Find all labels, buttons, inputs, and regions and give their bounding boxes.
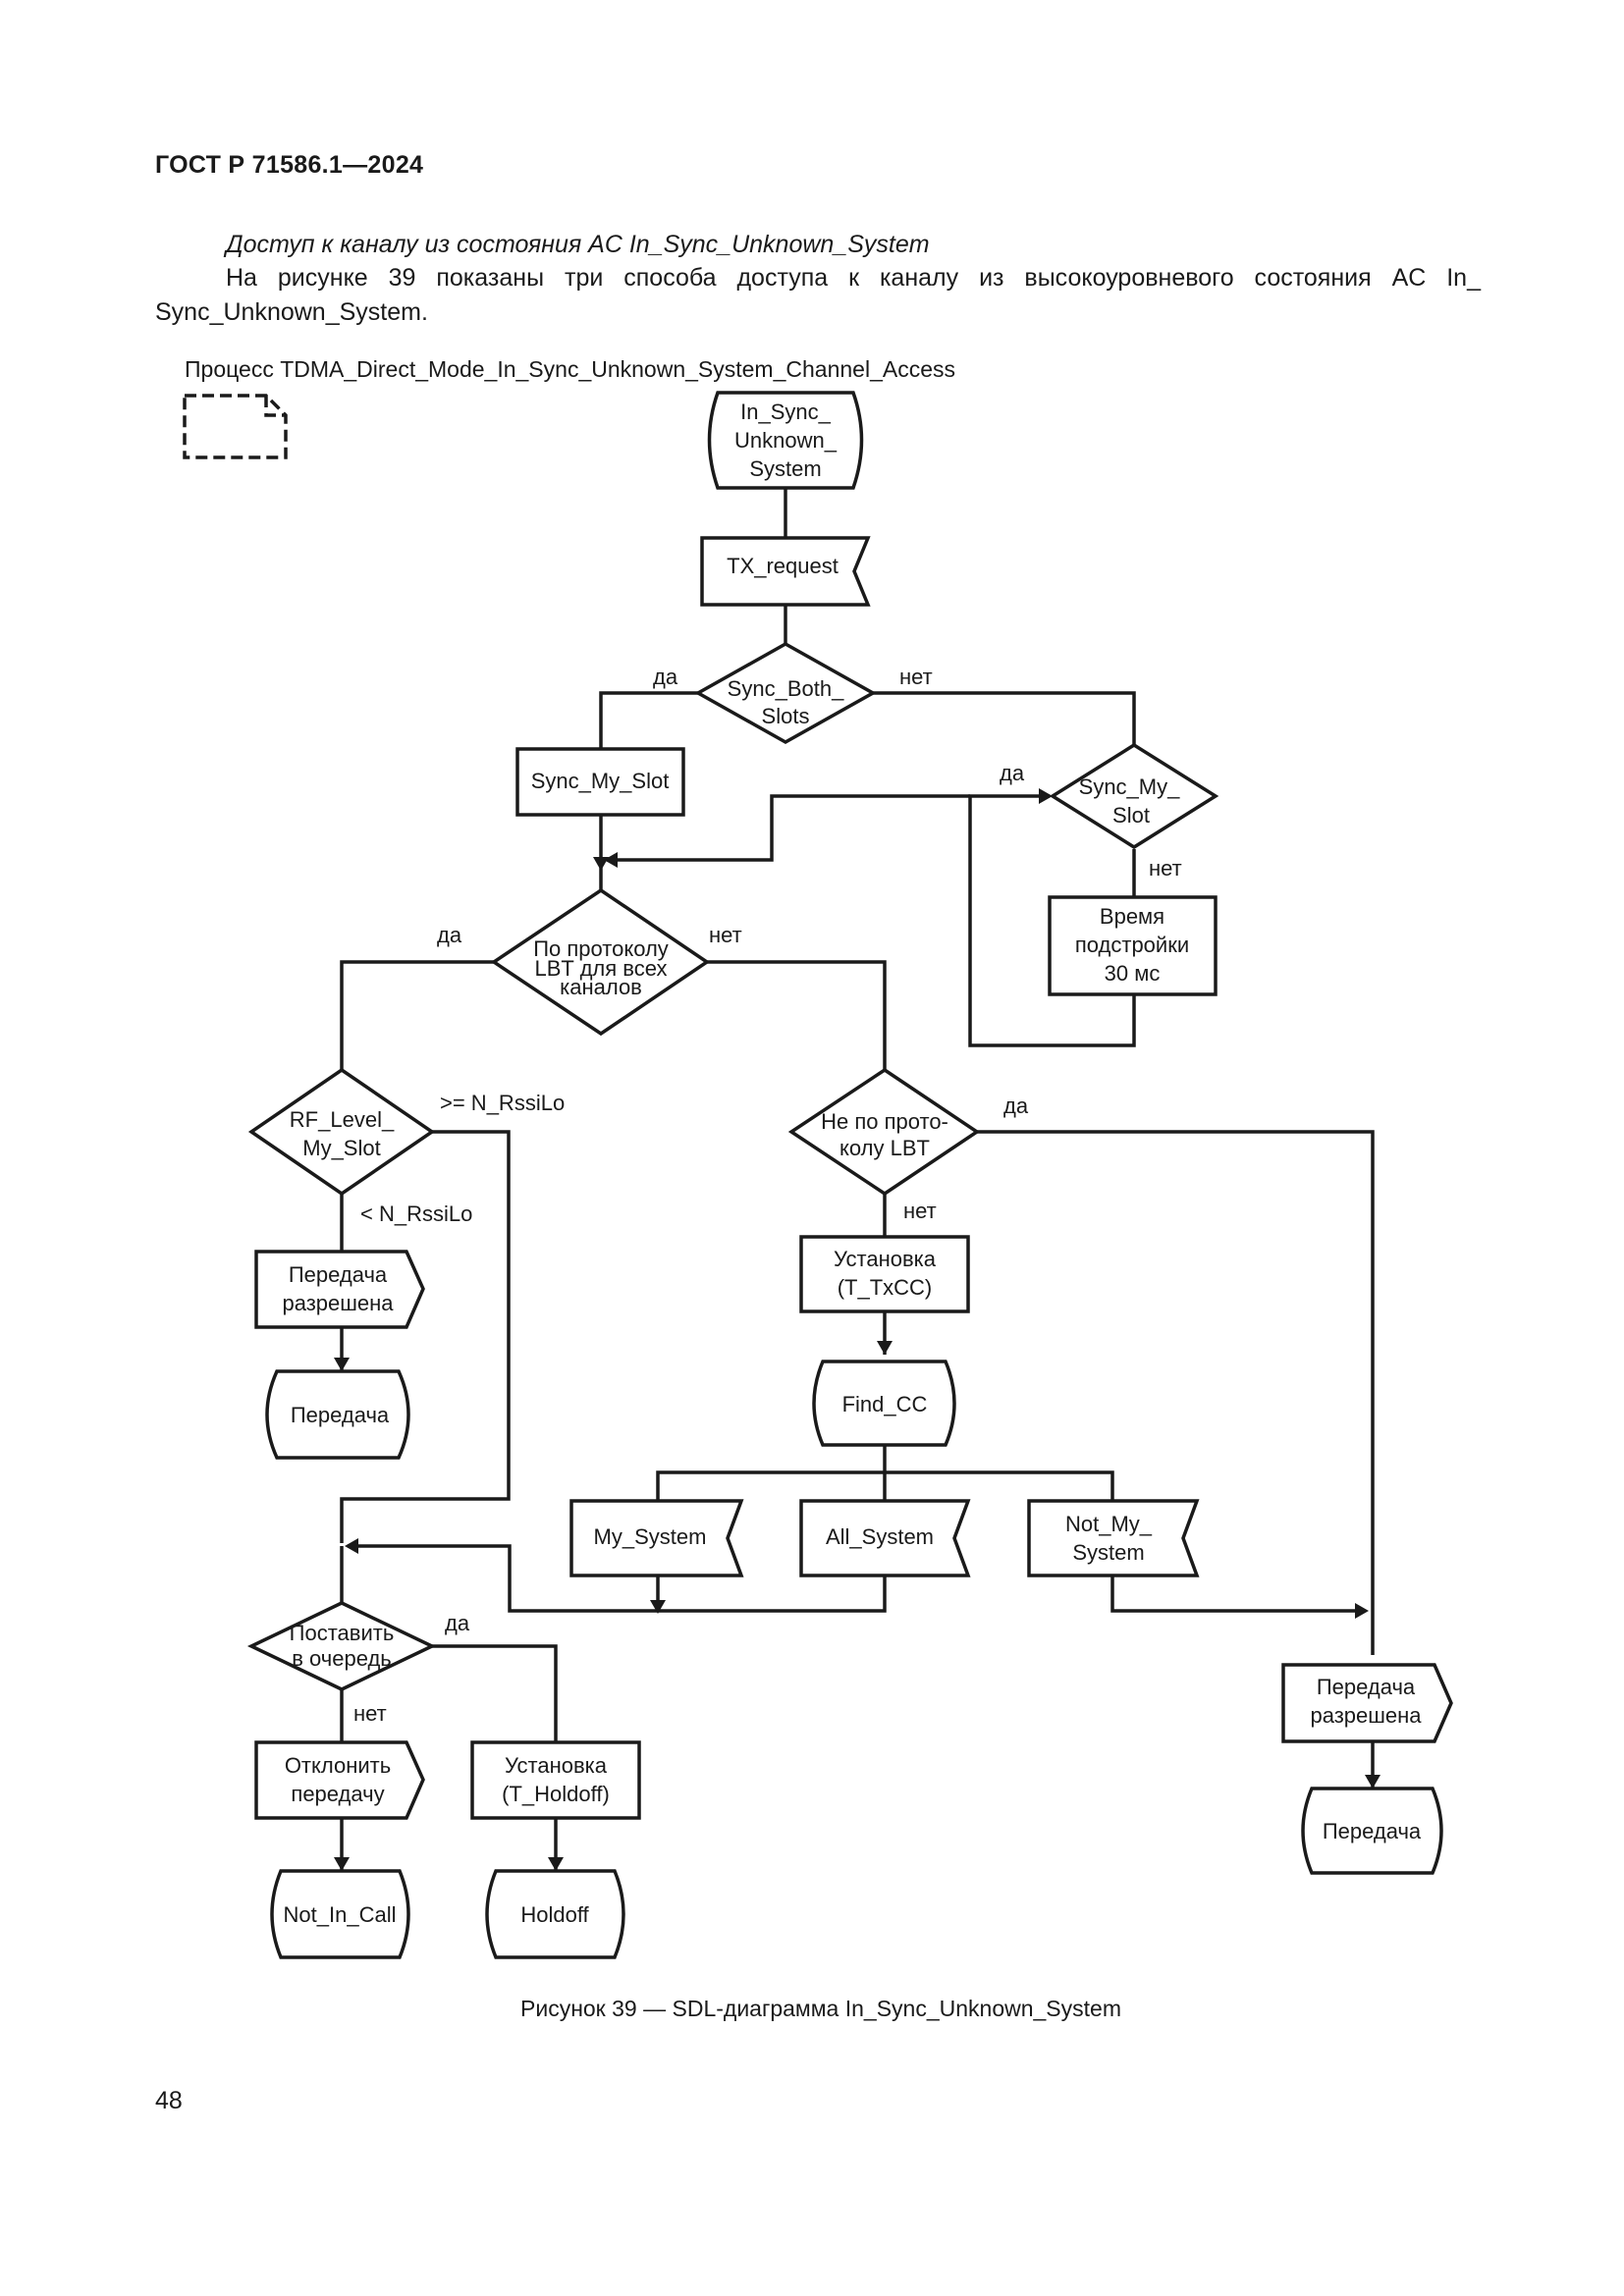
label-rssi-lt: < N_RssiLo <box>360 1201 472 1226</box>
document-id: ГОСТ Р 71586.1—2024 <box>155 151 424 179</box>
label-yes: да <box>445 1611 470 1635</box>
svg-text:All_System: All_System <box>826 1524 934 1549</box>
label-no: нет <box>1149 856 1182 881</box>
svg-text:Передача: Передача <box>291 1403 390 1427</box>
figure-caption: Рисунок 39 — SDL-диаграмма In_Sync_Unkno… <box>520 1996 1121 2021</box>
task-adjust-time: Время подстройки 30 мс <box>1048 895 1218 996</box>
svg-text:Передача: Передача <box>289 1262 388 1287</box>
svg-text:Передача: Передача <box>1317 1675 1416 1699</box>
svg-text:разрешена: разрешена <box>1310 1703 1422 1728</box>
input-my-system: My_System <box>569 1499 744 1577</box>
label-no: нет <box>353 1701 387 1726</box>
svg-text:(T_TxCC): (T_TxCC) <box>838 1275 933 1300</box>
arrow-down-icon <box>548 1857 564 1871</box>
svg-text:System: System <box>1072 1540 1144 1565</box>
state-find-cc: Find_CC <box>812 1360 956 1447</box>
input-tx-request: TX_request <box>700 536 871 607</box>
arrow-down-icon <box>877 1341 893 1355</box>
svg-text:Установка: Установка <box>505 1753 608 1778</box>
process-symbol-icon <box>183 394 288 459</box>
input-not-my-system: Not_My_ System <box>1027 1499 1200 1577</box>
svg-text:Sync_My_: Sync_My_ <box>1079 774 1180 799</box>
arrowheads <box>334 788 1380 1871</box>
output-tx-allowed-right: Передача разрешена <box>1281 1663 1453 1743</box>
svg-text:TX_request: TX_request <box>727 554 839 578</box>
svg-text:подстройки: подстройки <box>1075 933 1189 957</box>
svg-text:My_Slot: My_Slot <box>302 1136 380 1160</box>
task-set-txcc: Установка (T_TxCC) <box>799 1235 970 1313</box>
svg-text:Не по прото-: Не по прото- <box>821 1109 948 1134</box>
output-reject: Отклонить передачу <box>254 1740 425 1820</box>
decision-lbt-all-channels: По протоколу LBT для всех каналов <box>490 887 711 1037</box>
svg-text:In_Sync_: In_Sync_ <box>740 400 831 424</box>
output-tx-allowed-left: Передача разрешена <box>254 1250 425 1329</box>
svg-text:(T_Holdoff): (T_Holdoff) <box>502 1782 610 1806</box>
svg-text:Holdoff: Holdoff <box>520 1902 589 1927</box>
svg-text:разрешена: разрешена <box>282 1291 394 1315</box>
arrow-right-icon <box>1039 788 1053 804</box>
svg-text:передачу: передачу <box>291 1782 384 1806</box>
svg-text:каналов: каналов <box>560 975 642 999</box>
label-rssi-ge: >= N_RssiLo <box>440 1091 565 1115</box>
svg-text:Поставить: Поставить <box>290 1621 395 1645</box>
state-transmit-left: Передача <box>265 1369 410 1460</box>
svg-text:My_System: My_System <box>594 1524 707 1549</box>
svg-text:Отклонить: Отклонить <box>285 1753 391 1778</box>
svg-text:в очередь: в очередь <box>292 1646 392 1671</box>
state-transmit-right: Передача <box>1301 1787 1443 1875</box>
svg-text:Sync_Both_: Sync_Both_ <box>728 676 844 701</box>
state-holdoff: Holdoff <box>485 1869 625 1959</box>
label-yes: да <box>653 665 678 689</box>
arrow-down-icon <box>334 1857 350 1871</box>
label-yes: да <box>437 923 462 947</box>
svg-text:Передача: Передача <box>1323 1819 1422 1843</box>
decision-rf-level-my-slot: RF_Level_ My_Slot <box>247 1067 436 1197</box>
arrow-down-icon <box>1365 1775 1380 1789</box>
svg-text:Unknown_: Unknown_ <box>734 428 838 453</box>
arrow-down-icon <box>650 1600 666 1614</box>
body-paragraph: На рисунке 39 показаны три способа досту… <box>155 264 1481 326</box>
start-state-in-sync-unknown-system: In_Sync_ Unknown_ System <box>707 391 864 490</box>
decision-sync-my-slot: Sync_My_ Slot <box>1049 742 1219 850</box>
label-yes: да <box>1000 761 1025 785</box>
svg-text:Not_My_: Not_My_ <box>1065 1512 1153 1536</box>
label-no: нет <box>899 665 933 689</box>
label-no: нет <box>709 923 742 947</box>
svg-text:Slot: Slot <box>1112 803 1150 828</box>
svg-text:колу LBT: колу LBT <box>839 1136 930 1160</box>
task-sync-my-slot: Sync_My_Slot <box>515 747 685 817</box>
arrow-left-icon <box>604 852 618 868</box>
svg-text:System: System <box>749 456 821 481</box>
state-not-in-call: Not_In_Call <box>270 1869 410 1959</box>
svg-text:Установка: Установка <box>834 1247 937 1271</box>
page-number: 48 <box>155 2087 183 2114</box>
decision-sync-both-slots: Sync_Both_ Slots <box>694 641 877 745</box>
label-no: нет <box>903 1199 937 1223</box>
svg-text:Время: Время <box>1100 904 1164 929</box>
svg-text:Sync_My_Slot: Sync_My_Slot <box>531 769 670 793</box>
task-set-holdoff: Установка (T_Holdoff) <box>470 1740 641 1820</box>
svg-text:Find_CC: Find_CC <box>842 1392 928 1416</box>
arrow-left-icon <box>345 1538 358 1554</box>
svg-text:Not_In_Call: Not_In_Call <box>284 1902 397 1927</box>
arrow-down-icon <box>334 1358 350 1371</box>
svg-text:LBT для всех: LBT для всех <box>535 956 668 981</box>
label-yes: да <box>1003 1094 1029 1118</box>
svg-text:30 мс: 30 мс <box>1105 961 1161 986</box>
subheading: Доступ к каналу из состояния AC In_Sync_… <box>226 231 930 258</box>
decision-not-lbt: Не по прото- колу LBT <box>787 1067 981 1197</box>
process-title: Процесс TDMA_Direct_Mode_In_Sync_Unknown… <box>185 356 955 382</box>
svg-text:Slots: Slots <box>762 704 810 728</box>
svg-text:По протоколу: По протоколу <box>533 936 669 961</box>
svg-text:RF_Level_: RF_Level_ <box>290 1107 395 1132</box>
decision-queue: Поставить в очередь <box>246 1601 437 1691</box>
arrow-right-icon <box>1355 1603 1369 1619</box>
input-all-system: All_System <box>799 1499 971 1577</box>
